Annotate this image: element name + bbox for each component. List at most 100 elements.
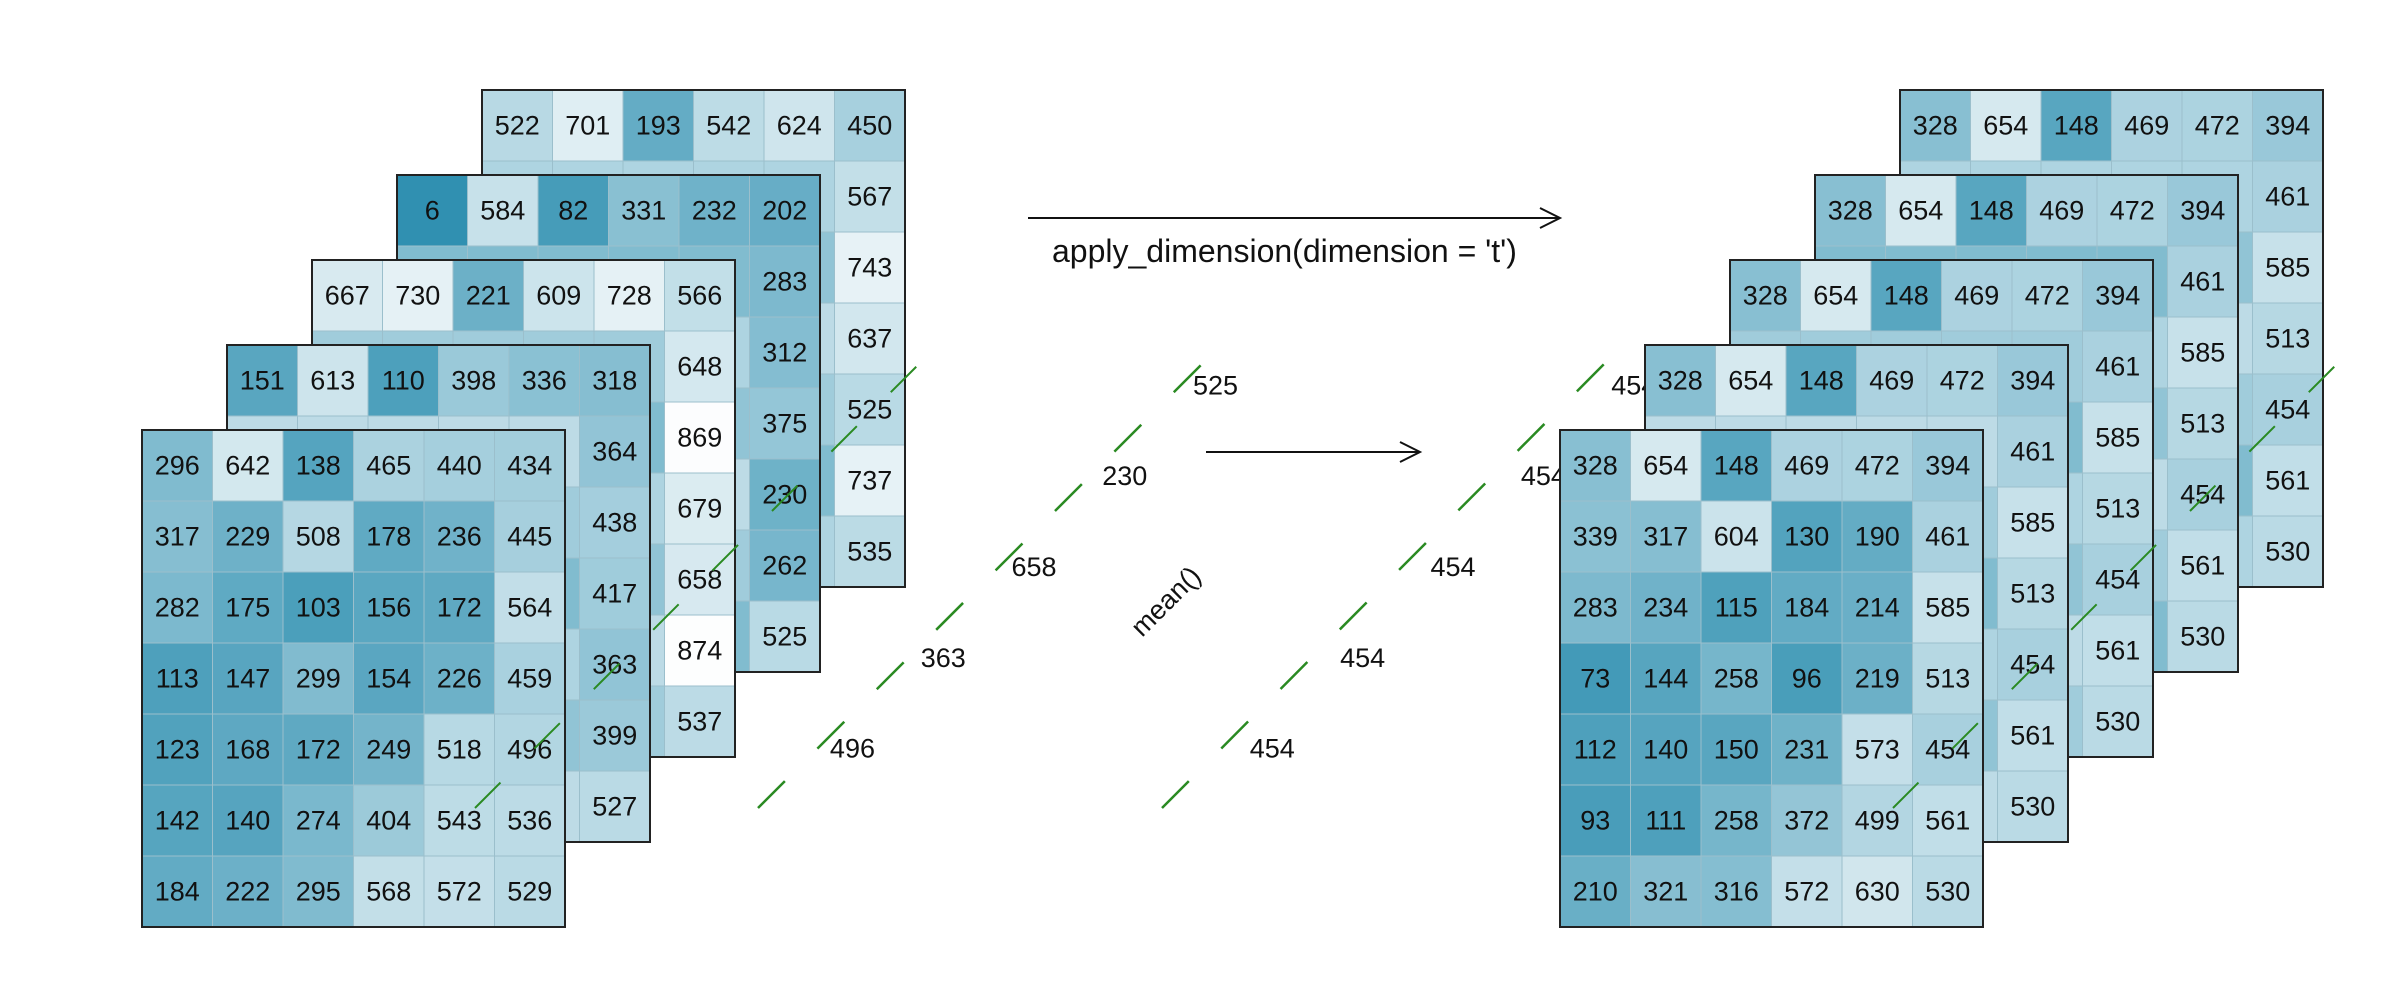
output-cell-value: 585: [2265, 253, 2310, 283]
output-cell: [2082, 685, 2154, 758]
input-cell-value: 175: [225, 593, 270, 623]
input-cell: [749, 529, 821, 602]
input-cell-value: 459: [507, 664, 552, 694]
input-cell-value: 110: [382, 366, 425, 396]
input-cell: [311, 259, 383, 332]
output-cell-value: 469: [1869, 366, 1914, 396]
input-cell-value: 525: [762, 622, 807, 652]
output-cell-value: 572: [1784, 877, 1829, 907]
output-cell: [1700, 571, 1772, 644]
output-cell-value: 328: [1743, 281, 1788, 311]
input-cell-value: 156: [366, 593, 411, 623]
output-cell-value: 150: [1714, 735, 1759, 765]
input-cell-value: 536: [507, 806, 552, 836]
output-cell-value: 654: [1728, 366, 1773, 396]
input-series-value: 496: [830, 734, 875, 764]
output-cell-value: 115: [1715, 593, 1758, 623]
output-cell-value: 472: [1940, 366, 1985, 396]
input-cell: [494, 855, 566, 928]
output-cell-value: 339: [1573, 522, 1618, 552]
input-cell-value: 874: [677, 636, 722, 666]
output-cell-value: 148: [1884, 281, 1929, 311]
output-cell: [1700, 500, 1772, 573]
output-cell-value: 573: [1855, 735, 1900, 765]
output-cell-value: 328: [1828, 196, 1873, 226]
output-cell-value: 561: [1925, 806, 1970, 836]
input-series-value: 363: [921, 643, 966, 673]
input-cell-value: 230: [762, 480, 807, 510]
input-cell-value: 154: [366, 664, 411, 694]
output-cell: [1997, 344, 2069, 417]
input-cell-value: 542: [706, 111, 751, 141]
output-cell-value: 184: [1784, 593, 1829, 623]
output-cell-value: 630: [1855, 877, 1900, 907]
output-cell: [1700, 713, 1772, 786]
output-cell-value: 561: [2095, 636, 2140, 666]
output-cell-value: 112: [1574, 735, 1617, 765]
input-cell-value: 226: [437, 664, 482, 694]
input-cell: [834, 231, 906, 304]
input-cell-value: 667: [325, 281, 370, 311]
output-cell-value: 219: [1855, 664, 1900, 694]
input-cell: [141, 784, 213, 857]
output-cell: [1559, 429, 1631, 502]
input-cell-value: 440: [437, 451, 482, 481]
output-cell-value: 148: [1969, 196, 2014, 226]
function-label: mean(): [1125, 561, 1207, 643]
input-cell: [579, 486, 651, 559]
input-cell: [353, 571, 425, 644]
output-cell-value: 258: [1714, 664, 1759, 694]
output-cell: [1700, 429, 1772, 502]
output-cell: [1841, 855, 1913, 928]
input-cell: [282, 571, 354, 644]
input-cell: [749, 387, 821, 460]
input-cell-value: 496: [507, 735, 552, 765]
output-cell: [1700, 855, 1772, 928]
input-cell-value: 728: [607, 281, 652, 311]
output-series-value: 454: [1430, 552, 1475, 582]
input-cell-value: 296: [155, 451, 200, 481]
input-cell: [494, 642, 566, 715]
input-cell: [834, 160, 906, 233]
input-cell: [141, 500, 213, 573]
input-cell-value: 404: [366, 806, 411, 836]
output-cell: [2252, 231, 2324, 304]
output-cell: [1771, 642, 1843, 715]
output-series-value: 454: [1340, 643, 1385, 673]
output-cell: [2082, 330, 2154, 403]
output-cell-value: 93: [1580, 806, 1610, 836]
input-cell: [494, 713, 566, 786]
input-cell-value: 318: [592, 366, 637, 396]
input-cell-value: 637: [847, 324, 892, 354]
input-cell-value: 529: [507, 877, 552, 907]
output-cell-value: 469: [1784, 451, 1829, 481]
input-cell: [423, 713, 495, 786]
output-cell-value: 140: [1643, 735, 1688, 765]
output-cell-value: 530: [1925, 877, 1970, 907]
output-cell: [1630, 713, 1702, 786]
input-cell-value: 142: [155, 806, 200, 836]
output-cell-value: 130: [1784, 522, 1829, 552]
output-cell-value: 561: [2265, 466, 2310, 496]
input-cell-value: 375: [762, 409, 807, 439]
input-cell-value: 147: [225, 664, 270, 694]
output-cell: [1912, 855, 1984, 928]
output-cell: [1997, 557, 2069, 630]
output-cell-value: 454: [2010, 650, 2055, 680]
input-cell-value: 184: [155, 877, 200, 907]
input-cell-value: 465: [366, 451, 411, 481]
input-cell-value: 584: [480, 196, 525, 226]
input-cell: [749, 174, 821, 247]
input-cell-value: 525: [847, 395, 892, 425]
input-cell: [212, 713, 284, 786]
input-frame-border: [141, 429, 566, 928]
input-cell: [664, 401, 736, 474]
output-cell-value: 394: [2095, 281, 2140, 311]
output-cell-value: 513: [2095, 494, 2140, 524]
input-cell: [664, 614, 736, 687]
input-cell: [212, 429, 284, 502]
output-cell-value: 317: [1643, 522, 1688, 552]
